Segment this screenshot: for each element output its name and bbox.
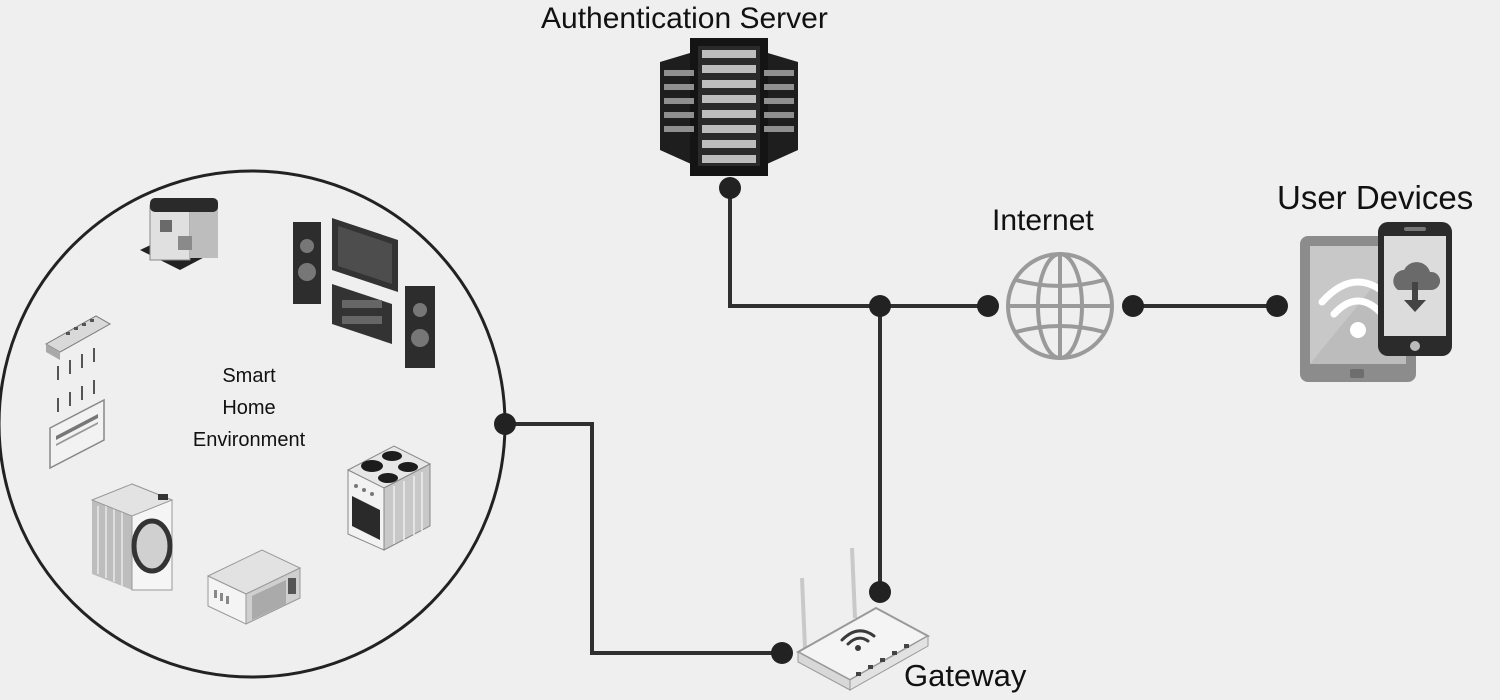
connector-dots — [494, 177, 1288, 664]
internet-right-dot — [1122, 295, 1144, 317]
internet-label: Internet — [992, 204, 1094, 237]
coffee-machine-icon — [140, 198, 218, 270]
user-devices-dot — [1266, 295, 1288, 317]
server-rack-icon — [660, 38, 798, 176]
home-theater-icon — [293, 218, 435, 368]
washing-machine-icon — [90, 483, 174, 591]
stove-icon — [346, 445, 432, 551]
tablet-phone-icon — [1300, 222, 1452, 382]
user-devices-label: User Devices — [1277, 179, 1474, 216]
server-dot — [719, 177, 741, 199]
smart-home-dot — [494, 413, 516, 435]
globe-icon — [1006, 252, 1114, 360]
gateway-label: Gateway — [904, 658, 1027, 693]
server-to-junction-line — [728, 188, 880, 308]
wifi-router-icon — [795, 547, 931, 691]
authentication-server-label: Authentication Server — [541, 2, 828, 35]
network-switch-icon — [44, 315, 112, 412]
air-conditioner-icon — [49, 398, 105, 470]
smart-home-label-line: Environment — [192, 429, 306, 451]
home-to-gateway-line — [505, 422, 782, 655]
junction-dot — [869, 295, 891, 317]
microwave-icon — [206, 549, 302, 625]
smart-home-label-line: Home — [222, 397, 276, 419]
smart-home-label-line: Smart — [222, 365, 276, 387]
connections — [505, 188, 1277, 655]
internet-left-dot — [977, 295, 999, 317]
smart-home-label: Smart Home Environment — [164, 360, 334, 456]
gateway-left-dot — [771, 642, 793, 664]
gateway-top-dot — [869, 581, 891, 603]
